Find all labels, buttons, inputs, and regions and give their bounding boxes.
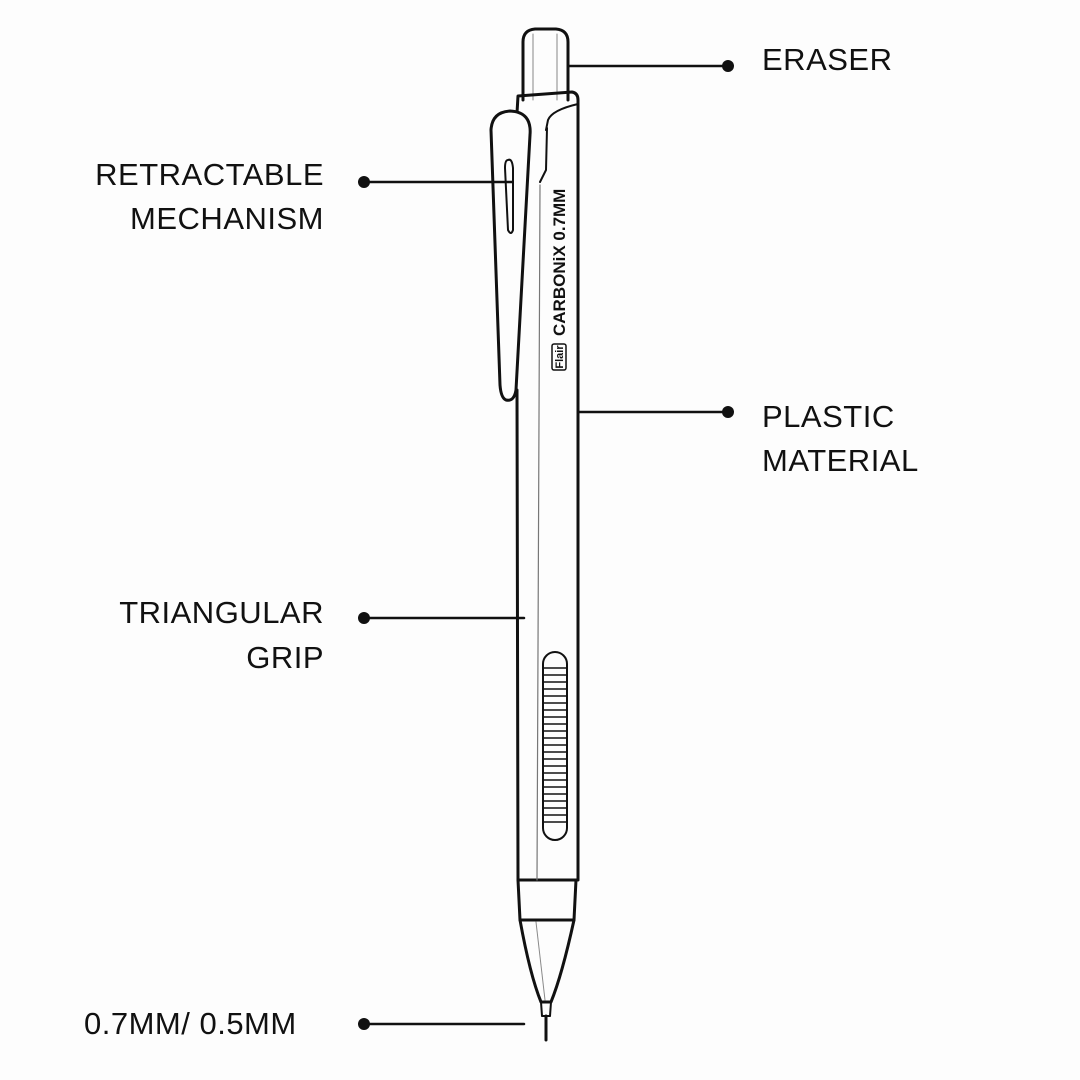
flair-logo-box: [551, 343, 567, 371]
grip-ridges: [542, 667, 568, 823]
brand-logo: Flair: [554, 345, 566, 369]
pocket-clip: [489, 109, 532, 402]
label-plastic-line2: MATERIAL: [762, 443, 919, 478]
label-mechanism-line1: RETRACTABLE: [95, 157, 324, 192]
label-eraser: ERASER: [762, 42, 893, 77]
callout-dots: [358, 60, 734, 1030]
model-text: CARBONiX 0.7MM: [550, 189, 569, 336]
callout-lines: [362, 64, 730, 1026]
pencil-body: [515, 104, 580, 882]
pencil-print: Flair CARBONiX 0.7MM: [550, 189, 569, 371]
mechanism-collar: [514, 90, 580, 132]
label-lead-size: 0.7MM/ 0.5MM: [84, 1006, 297, 1041]
grip-window: [542, 651, 568, 841]
label-grip-line1: TRIANGULAR: [119, 595, 324, 630]
label-mechanism-line2: MECHANISM: [130, 201, 324, 236]
eraser-cap: [521, 27, 570, 102]
label-grip-line2: GRIP: [246, 640, 324, 675]
cone-tip: [518, 918, 576, 1004]
label-plastic-line1: PLASTIC: [762, 399, 895, 434]
ferrule: [516, 878, 578, 922]
